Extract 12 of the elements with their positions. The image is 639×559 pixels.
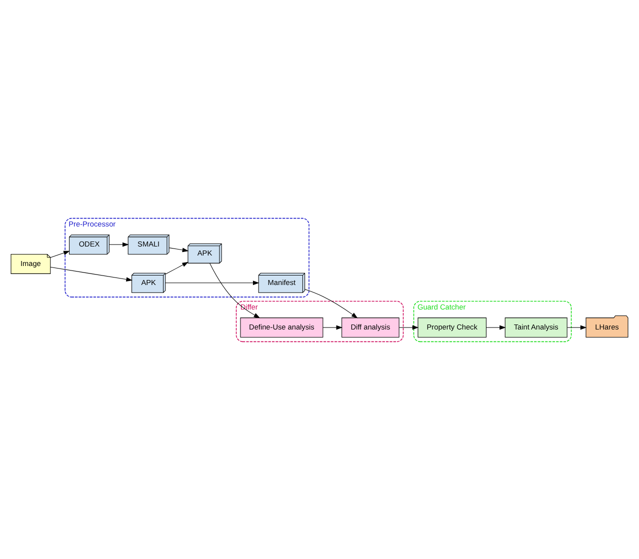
arrow	[50, 250, 70, 258]
arrow	[165, 280, 260, 285]
arrow	[168, 247, 189, 252]
arrow	[304, 288, 358, 318]
arrow	[398, 324, 419, 330]
arrow	[567, 324, 587, 330]
arrow	[50, 266, 133, 282]
arrow	[486, 324, 506, 330]
arrow	[322, 324, 343, 330]
arrow	[109, 242, 129, 246]
arrow	[210, 262, 260, 318]
arrow	[165, 261, 189, 274]
